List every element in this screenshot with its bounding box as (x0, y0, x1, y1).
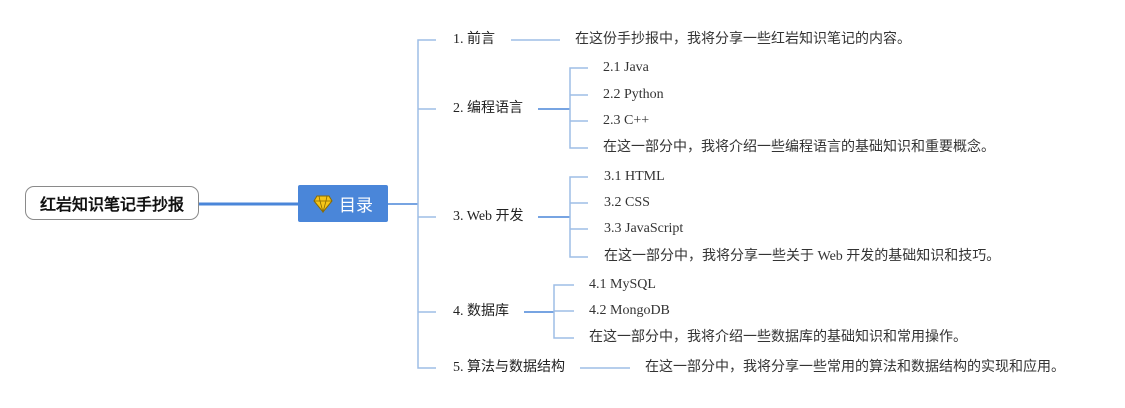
leaf-topic[interactable]: 2.1 Java (603, 60, 649, 75)
leaf-topic[interactable]: 在这份手抄报中，我将分享一些红岩知识笔记的内容。 (575, 32, 911, 47)
leaf-topic[interactable]: 3.1 HTML (604, 169, 665, 184)
leaf-topic[interactable]: 4.2 MongoDB (589, 303, 670, 318)
section-topic-programming[interactable]: 2. 编程语言 (453, 101, 523, 116)
section-topic-preface[interactable]: 1. 前言 (453, 32, 495, 47)
section-topic-web[interactable]: 3. Web 开发 (453, 209, 524, 224)
section-topic-algorithms[interactable]: 5. 算法与数据结构 (453, 360, 565, 375)
leaf-topic[interactable]: 4.1 MySQL (589, 277, 656, 292)
root-title: 红岩知识笔记手抄报 (39, 195, 184, 214)
toc-topic[interactable]: 目录 (298, 185, 388, 222)
leaf-topic[interactable]: 2.3 C++ (603, 113, 650, 128)
leaf-topic[interactable]: 在这一部分中，我将介绍一些数据库的基础知识和常用操作。 (589, 330, 967, 345)
gem-icon (313, 195, 333, 213)
leaf-topic[interactable]: 3.3 JavaScript (604, 221, 684, 236)
toc-label: 目录 (339, 196, 373, 216)
leaf-topic[interactable]: 在这一部分中，我将分享一些关于 Web 开发的基础知识和技巧。 (604, 249, 1001, 264)
section-topic-database[interactable]: 4. 数据库 (453, 304, 509, 319)
leaf-topic[interactable]: 3.2 CSS (604, 195, 650, 210)
root-topic[interactable]: 红岩知识笔记手抄报 (25, 186, 199, 220)
leaf-topic[interactable]: 2.2 Python (603, 87, 664, 102)
leaf-topic[interactable]: 在这一部分中，我将介绍一些编程语言的基础知识和重要概念。 (603, 140, 995, 155)
leaf-topic[interactable]: 在这一部分中，我将分享一些常用的算法和数据结构的实现和应用。 (645, 360, 1065, 375)
